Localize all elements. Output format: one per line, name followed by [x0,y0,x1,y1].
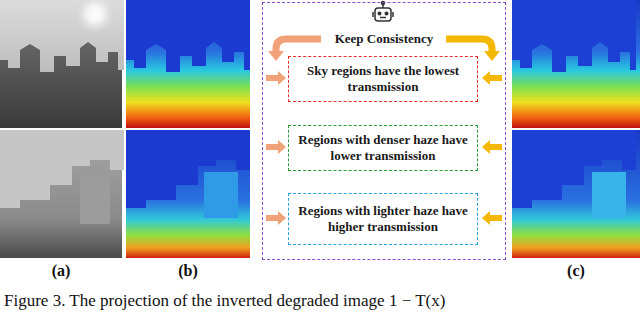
rule-text: Regions with denser haze have lower tran… [295,132,471,163]
panel-heading: Keep Consistency [263,31,505,47]
panel-label: (c) [567,262,585,280]
rule-box: Regions with denser haze have lower tran… [288,125,478,171]
robot-icon [373,2,393,22]
transmission-map [512,130,640,258]
rule-text: Regions with lighter haze have higher tr… [295,203,471,234]
transmission-map [126,130,250,258]
hazy-image [0,0,124,128]
consistency-arrow [446,39,500,61]
rule-box: Sky regions have the lowest transmission [288,56,478,102]
right-arrows [482,71,502,225]
transmission-map [512,0,640,128]
rule-text: Sky regions have the lowest transmission [295,63,471,94]
transmission-map [126,0,250,128]
panel-label: (a) [52,262,71,280]
consistency-panel: Keep ConsistencySky regions have the low… [262,2,506,260]
hazy-image [0,130,124,258]
panel-label: (b) [178,262,198,280]
rule-box: Regions with lighter haze have higher tr… [288,193,478,245]
consistency-arrow [268,39,321,61]
left-arrows [266,71,286,225]
figure-caption: Figure 3. The projection of the inverted… [4,291,445,311]
